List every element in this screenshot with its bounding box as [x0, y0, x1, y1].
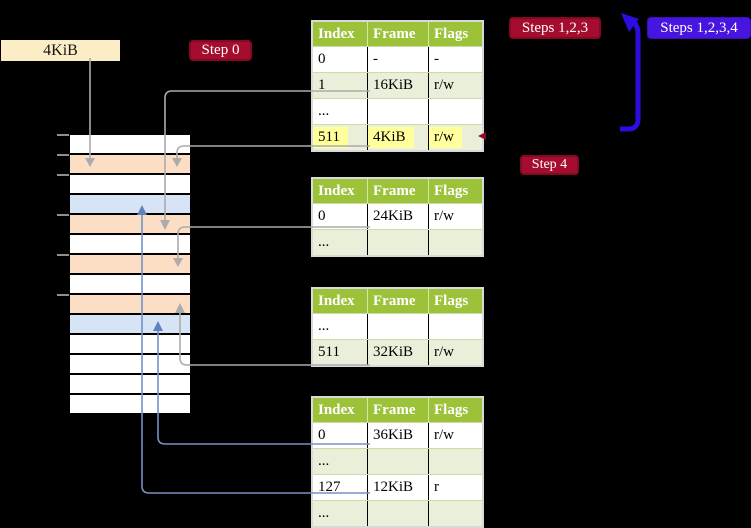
table-cell — [428, 449, 482, 474]
memory-tick-icon — [57, 174, 69, 176]
memory-row-7 — [70, 275, 190, 293]
table-row: ... — [313, 313, 482, 339]
table-cell: - — [367, 47, 428, 72]
table-cell: 4KiB — [367, 125, 428, 150]
table-header-cell: Frame — [367, 22, 428, 46]
table-cell: r/w — [428, 423, 482, 448]
memory-tick-icon — [57, 154, 69, 156]
memory-row-0 — [70, 135, 190, 153]
memory-row-13 — [70, 395, 190, 413]
table-cell: 0 — [318, 51, 326, 67]
memory-row-11 — [70, 355, 190, 373]
table-cell — [367, 230, 428, 255]
memory-row-3 — [70, 195, 190, 213]
table-cell: r/w — [428, 73, 482, 98]
table-cell: 36KiB — [367, 423, 428, 448]
highlighted-value: 511 — [313, 127, 348, 148]
table-cell — [367, 314, 428, 339]
table-cell: 24KiB — [367, 204, 428, 229]
arrowhead-upleft-icon — [621, 13, 639, 32]
highlighted-value: r/w — [429, 127, 462, 148]
table-cell: 1 — [318, 77, 326, 93]
table-cell — [367, 449, 428, 474]
table-cell: 127 — [318, 479, 341, 495]
table-header-cell: Index — [318, 25, 355, 42]
memory-tick-icon — [57, 214, 69, 216]
table-row: ... — [313, 229, 482, 255]
table-row: 0 -- — [313, 46, 482, 72]
table-cell: 32KiB — [367, 340, 428, 365]
memory-row-2 — [70, 175, 190, 193]
table-cell: r/w — [428, 340, 482, 365]
table-cell: 511 — [313, 125, 367, 150]
table-cell: r/w — [428, 125, 482, 150]
table-cell: - — [428, 47, 482, 72]
highlighted-value: 4KiB — [368, 127, 414, 148]
table-header-cell: Frame — [367, 398, 428, 422]
table-row: ... — [313, 448, 482, 474]
memory-tick-icon — [57, 294, 69, 296]
table-header-cell: Flags — [428, 22, 482, 46]
arrow-steps-loop — [620, 17, 641, 132]
table-cell: 0 — [318, 208, 326, 224]
badge-steps1234: Steps 1,2,3,4 — [647, 17, 751, 39]
memory-row-12 — [70, 375, 190, 393]
table-cell: 16KiB — [367, 73, 428, 98]
table-cell — [367, 99, 428, 124]
memory-row-5 — [70, 235, 190, 253]
memory-row-9 — [70, 315, 190, 333]
table-header-cell: Frame — [367, 289, 428, 313]
table-header-cell: Flags — [428, 289, 482, 313]
page-size-label: 4KiB — [1, 40, 120, 61]
table-header-cell: Index — [318, 292, 355, 309]
table-cell: 12KiB — [367, 475, 428, 500]
table-cell: ... — [318, 318, 330, 334]
table-header-cell: Index — [318, 401, 355, 418]
table-header-cell: Frame — [367, 179, 428, 203]
table-header-cell: Flags — [428, 398, 482, 422]
table-cell — [428, 99, 482, 124]
physical-memory-strip — [70, 135, 190, 415]
memory-row-1 — [70, 155, 190, 173]
badge-steps123: Steps 1,2,3 — [509, 17, 601, 39]
badge-step4: Step 4 — [520, 155, 579, 175]
table-cell: 511 — [318, 344, 340, 360]
table-cell: 0 — [318, 427, 326, 443]
memory-tick-icon — [57, 134, 69, 136]
table-cell — [367, 501, 428, 526]
table-cell: ... — [318, 505, 330, 521]
table-row: 511 4KiB r/w — [313, 124, 482, 150]
table-header-cell: Flags — [428, 179, 482, 203]
memory-row-6 — [70, 255, 190, 273]
memory-row-4 — [70, 215, 190, 233]
table-cell: ... — [318, 234, 330, 250]
memory-row-10 — [70, 335, 190, 353]
table-cell: ... — [318, 103, 330, 119]
table-header-cell: Index — [318, 182, 355, 199]
table-row: ... — [313, 98, 482, 124]
table-cell: r/w — [428, 204, 482, 229]
table-cell — [428, 314, 482, 339]
table-cell — [428, 230, 482, 255]
table-row: ... — [313, 500, 482, 526]
badge-step0: Step 0 — [189, 40, 252, 61]
memory-row-8 — [70, 295, 190, 313]
table-cell — [428, 501, 482, 526]
memory-tick-icon — [57, 254, 69, 256]
table-cell: ... — [318, 453, 330, 469]
table-cell: r — [428, 475, 482, 500]
